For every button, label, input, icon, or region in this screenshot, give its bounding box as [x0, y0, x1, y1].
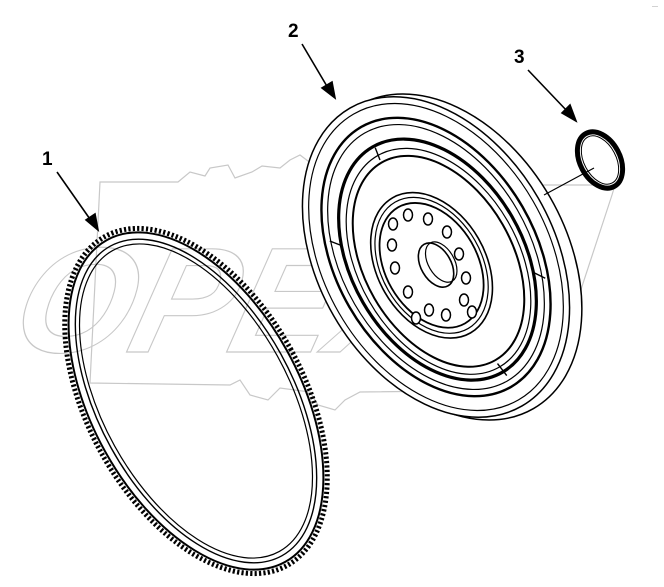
callout-3-label: 3	[514, 47, 525, 68]
flywheel	[301, 93, 583, 421]
ring-gear	[62, 225, 330, 577]
callout-arrows	[56, 43, 578, 233]
callout-2-label: 2	[288, 21, 299, 42]
seal-ring-leader	[543, 167, 595, 196]
bolt-holes	[386, 208, 478, 325]
callout-1-label: 1	[42, 149, 53, 170]
seal-ring	[574, 129, 626, 191]
corner-mark: —	[652, 4, 658, 10]
